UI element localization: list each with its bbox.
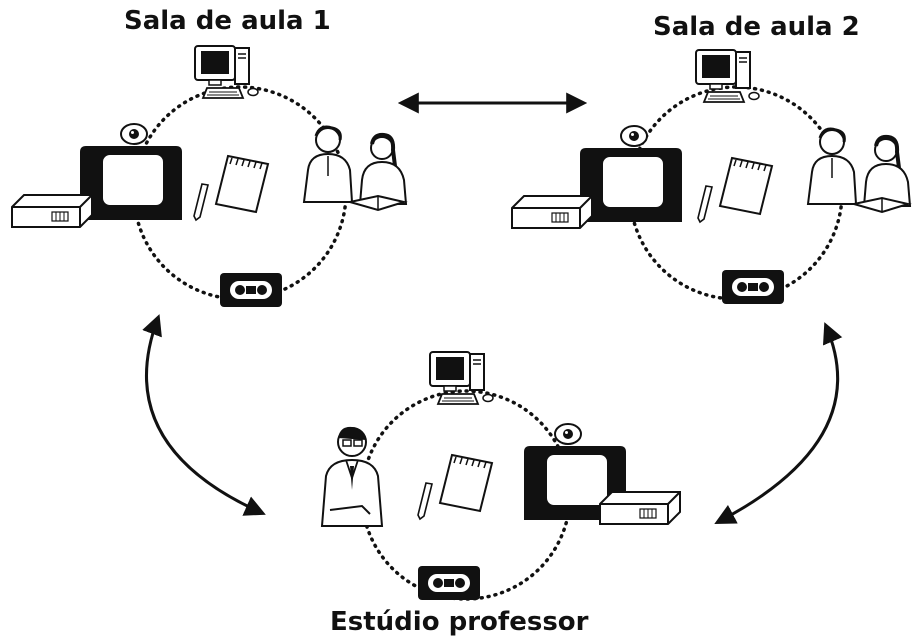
classroom-1-group xyxy=(11,45,408,307)
classroom-2-title: Sala de aula 2 xyxy=(653,12,860,42)
videocassette-icon xyxy=(220,273,282,307)
vcr-icon xyxy=(11,194,93,228)
videocassette-icon xyxy=(722,270,784,304)
classroom-1-title: Sala de aula 1 xyxy=(124,6,331,36)
television-icon xyxy=(79,145,183,221)
students-icon xyxy=(806,127,912,214)
studio-group xyxy=(321,351,681,601)
studio-title: Estúdio professor xyxy=(330,607,589,637)
vcr-icon xyxy=(511,195,593,229)
computer-icon xyxy=(194,45,259,99)
teacher-icon xyxy=(321,425,383,527)
students-icon xyxy=(302,125,408,212)
videocassette-icon xyxy=(418,566,480,600)
notepad-icon xyxy=(193,155,269,221)
television-icon xyxy=(579,147,683,223)
arrow-classroom2-studio xyxy=(714,322,843,524)
vcr-icon xyxy=(599,491,681,525)
webcam-icon xyxy=(120,123,148,145)
notepad-icon xyxy=(697,157,773,223)
webcam-icon xyxy=(620,125,648,147)
computer-icon xyxy=(695,49,760,103)
webcam-icon xyxy=(554,423,582,445)
arrow-classroom1-studio xyxy=(142,314,266,516)
classroom-2-group xyxy=(511,49,912,304)
notepad-icon xyxy=(417,454,493,520)
